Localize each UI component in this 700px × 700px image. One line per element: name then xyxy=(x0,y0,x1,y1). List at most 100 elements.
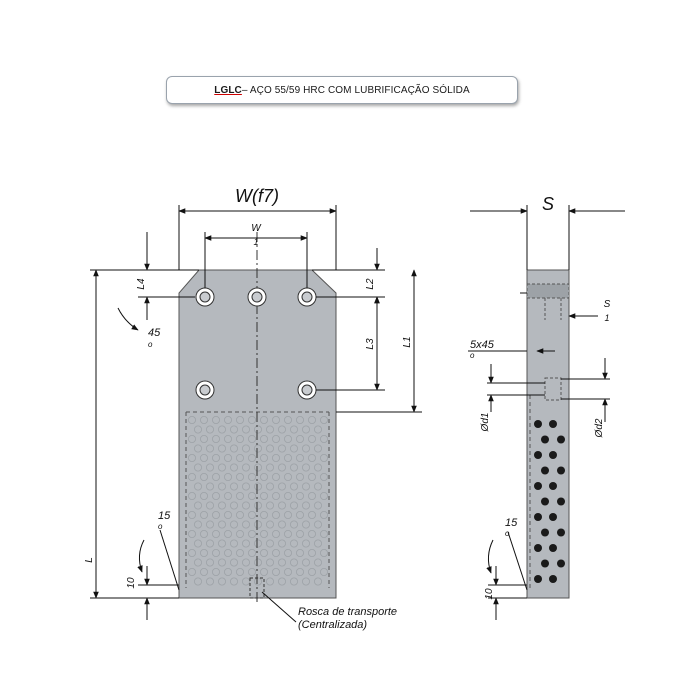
lubrication-dot xyxy=(235,491,244,500)
label-10-side: 10 xyxy=(484,588,495,600)
lubrication-dot xyxy=(229,482,238,491)
lubrication-dot xyxy=(289,501,298,510)
dim-10-front: 10 xyxy=(126,566,179,620)
dim-S1: S 1 xyxy=(520,292,611,323)
lubrication-dot xyxy=(307,472,316,481)
lubrication-dot xyxy=(211,453,220,462)
angle-45: 45 o xyxy=(117,307,161,349)
lubrication-dot xyxy=(253,444,262,453)
label-S-sub: 1 xyxy=(604,313,609,323)
lubrication-dot xyxy=(187,549,196,558)
lubrication-dot xyxy=(313,463,322,472)
product-code: LGLC xyxy=(214,84,242,96)
lubrication-dot xyxy=(313,539,322,548)
lubrication-dot xyxy=(271,568,280,577)
side-hole-zone-top xyxy=(526,283,570,299)
lubrication-dot xyxy=(217,425,226,434)
lubrication-dot xyxy=(277,539,286,548)
lubrication-dot xyxy=(307,415,316,424)
graphite-plug xyxy=(541,528,549,537)
lubrication-dot xyxy=(265,463,274,472)
lubrication-dot xyxy=(253,520,262,529)
lubrication-dot xyxy=(205,463,214,472)
lubrication-dot xyxy=(265,482,274,491)
lubrication-dot xyxy=(229,539,238,548)
lubrication-dot xyxy=(271,415,280,424)
label-S: S xyxy=(542,194,554,214)
front-view xyxy=(178,232,337,603)
lubrication-dot xyxy=(307,453,316,462)
lubrication-dot xyxy=(241,558,250,567)
lubrication-dot xyxy=(205,444,214,453)
lubrication-dot xyxy=(253,539,262,548)
lubrication-dot xyxy=(313,501,322,510)
lubrication-dot xyxy=(229,501,238,510)
lubrication-dot xyxy=(187,510,196,519)
lubrication-dot xyxy=(313,577,322,586)
dim-L1: L1 xyxy=(336,269,422,413)
lubrication-dot xyxy=(211,434,220,443)
dim-L: L xyxy=(84,269,199,599)
lubrication-dot xyxy=(277,520,286,529)
angle-15-front: 15 o xyxy=(137,510,180,591)
dim-S: S xyxy=(470,194,625,270)
label-chamfer: 5x45 xyxy=(470,339,495,351)
lubrication-dot xyxy=(217,577,226,586)
graphite-plug xyxy=(549,575,557,583)
lubrication-dot xyxy=(319,568,328,577)
lubrication-dot xyxy=(187,568,196,577)
lubrication-dot xyxy=(223,472,232,481)
lubrication-dot xyxy=(229,463,238,472)
lubrication-dot xyxy=(271,453,280,462)
lubrication-dot xyxy=(229,558,238,567)
side-graphite-dots xyxy=(534,420,565,583)
lubrication-dot xyxy=(241,577,250,586)
angle-15-side: 15 o xyxy=(486,517,528,591)
lubrication-dot xyxy=(193,463,202,472)
side-plate xyxy=(526,269,570,599)
lubrication-dot xyxy=(307,530,316,539)
lubrication-dot xyxy=(223,549,232,558)
note-line1: Rosca de transporte xyxy=(298,606,397,618)
lubrication-dot xyxy=(235,530,244,539)
lubrication-dot xyxy=(211,510,220,519)
dim-W-f7: W(f7) xyxy=(178,186,337,270)
graphite-plug xyxy=(534,513,542,521)
lubrication-dot xyxy=(217,482,226,491)
transport-thread-note: Rosca de transporte (Centralizada) xyxy=(261,591,397,631)
graphite-plug xyxy=(541,435,549,444)
lubrication-dot xyxy=(205,520,214,529)
lubrication-dot xyxy=(259,453,268,462)
lubrication-dot xyxy=(277,444,286,453)
lubrication-dot xyxy=(217,501,226,510)
lubrication-dot xyxy=(277,501,286,510)
front-lubrication-dots xyxy=(187,415,328,586)
lubrication-dot xyxy=(283,434,292,443)
lubrication-dot xyxy=(241,539,250,548)
graphite-plug xyxy=(557,435,565,444)
lubrication-dot xyxy=(301,577,310,586)
label-d2: Ød2 xyxy=(594,418,605,438)
lubrication-dot xyxy=(211,491,220,500)
graphite-plug xyxy=(534,575,542,583)
lubrication-dot xyxy=(241,520,250,529)
lubrication-dot xyxy=(277,577,286,586)
dim-L3: L3 xyxy=(316,296,385,391)
lubrication-dot xyxy=(247,510,256,519)
lubrication-dot xyxy=(199,415,208,424)
lubrication-dot xyxy=(277,482,286,491)
graphite-plug xyxy=(534,451,542,459)
dim-d2: Ød2 xyxy=(561,358,610,438)
lubrication-dot xyxy=(319,510,328,519)
lubrication-dot xyxy=(247,549,256,558)
label-L2: L2 xyxy=(365,278,376,290)
lubrication-dot xyxy=(253,482,262,491)
lubrication-dot xyxy=(193,577,202,586)
lubrication-dot xyxy=(283,549,292,558)
lubrication-dot xyxy=(223,434,232,443)
lubrication-dot xyxy=(283,568,292,577)
lubrication-dot xyxy=(211,549,220,558)
graphite-plug xyxy=(534,420,542,428)
label-15-front: 15 xyxy=(158,510,171,522)
